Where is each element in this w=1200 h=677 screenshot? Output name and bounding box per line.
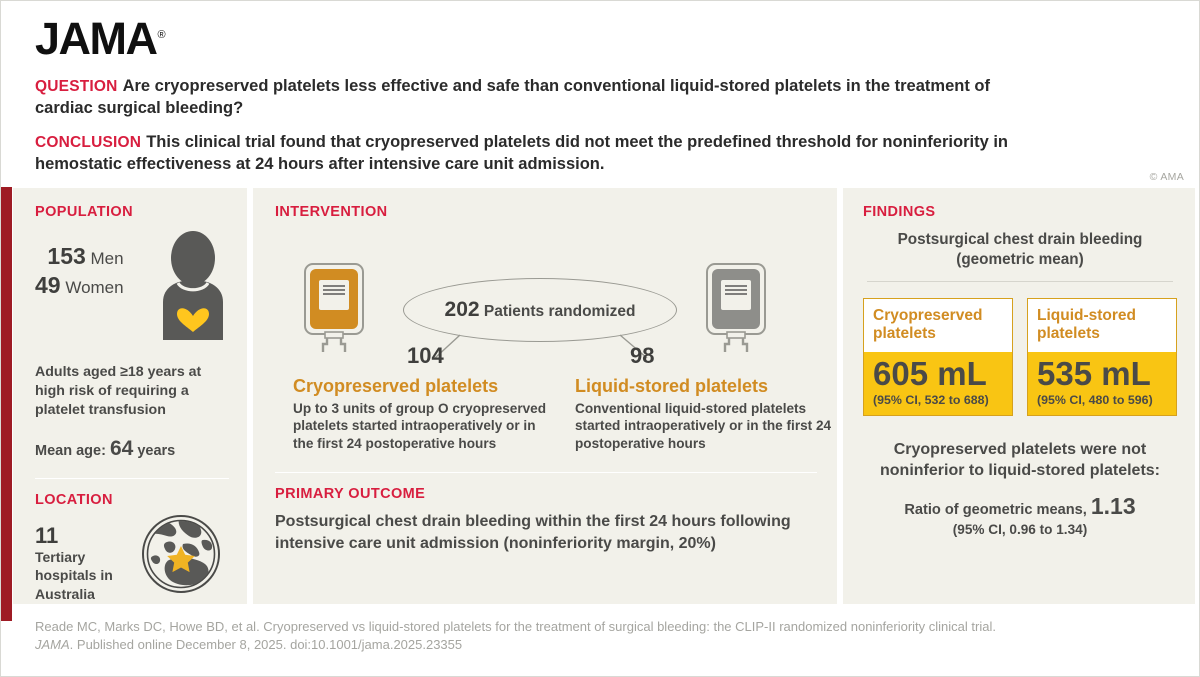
citation-journal: JAMA (35, 637, 70, 653)
women-count: 49 (35, 272, 61, 299)
mean-age-label: Mean age: (35, 443, 106, 460)
location-section-label: LOCATION (35, 492, 113, 509)
arm-title-cryopreserved: Cryopreserved platelets (293, 376, 499, 396)
location-count: 11 (35, 523, 59, 549)
mean-age-unit: years (137, 443, 176, 460)
arm-description-liquid-stored: Conventional liquid-stored platelets sta… (575, 400, 832, 452)
women-label: Women (65, 278, 124, 298)
arm-count-cryopreserved: 104 (407, 343, 444, 368)
citation: Reade MC, Marks DC, Howe BD, et al. Cryo… (35, 618, 1176, 655)
question-text: Are cryopreserved platelets less effecti… (35, 77, 990, 118)
population-summary: 153 Men 49 Women (35, 230, 229, 345)
globe-australia-icon (139, 512, 223, 601)
result-value-liquid-stored: 535 mL (1037, 354, 1151, 392)
arm-description-cryopreserved: Up to 3 units of group O cryopreserved p… (293, 400, 547, 452)
population-divider (35, 478, 229, 480)
men-count: 153 (47, 243, 86, 269)
findings-section-label: FINDINGS (863, 204, 936, 220)
findings-ratio-value: 1.13 (1090, 493, 1136, 519)
findings-result-boxes: Cryopreserved platelets 605 mL (95% CI, … (863, 298, 1177, 417)
result-box-liquid-stored: Liquid-stored platelets 535 mL (95% CI, … (1027, 298, 1177, 417)
left-accent-bar (1, 187, 12, 621)
primary-outcome-label: PRIMARY OUTCOME (275, 486, 426, 502)
footer: Reade MC, Marks DC, Howe BD, et al. Cryo… (13, 604, 1198, 675)
intervention-diagram: 202 Patients randomized 104 98 Cryoprese… (275, 230, 831, 468)
primary-outcome-text: Postsurgical chest drain bleeding within… (275, 513, 791, 553)
mean-age-row: Mean age: 64 years (35, 437, 229, 461)
intervention-column: INTERVENTION (253, 188, 837, 606)
randomized-label: Patients randomized (483, 303, 636, 320)
men-label: Men (90, 249, 124, 268)
result-ci-cryopreserved: (95% CI, 532 to 688) (873, 393, 989, 408)
conclusion-text: This clinical trial found that cryoprese… (35, 132, 1008, 174)
blood-bag-cryopreserved-icon (297, 258, 371, 363)
result-box-title-cryopreserved: Cryopreserved platelets (864, 299, 1012, 352)
arm-block-cryopreserved: Cryopreserved platelets Up to 3 units of… (293, 376, 553, 453)
location-text: 11 Tertiary hospitals in Australia (35, 518, 139, 603)
result-box-title-liquid-stored: Liquid-stored platelets (1028, 299, 1176, 352)
population-description: Adults aged ≥18 years at high risk of re… (35, 364, 202, 419)
leader-lines (434, 334, 648, 359)
result-box-body-liquid-stored: 535 mL (95% CI, 480 to 596) (1028, 351, 1176, 416)
result-ci-liquid-stored: (95% CI, 480 to 596) (1037, 393, 1153, 408)
result-box-body-cryopreserved: 605 mL (95% CI, 532 to 688) (864, 351, 1012, 416)
jama-logo: JAMA® (35, 16, 166, 61)
randomized-text: 202 Patients randomized (445, 298, 636, 322)
arm-title-liquid-stored: Liquid-stored platelets (575, 376, 769, 396)
citation-line2: . Published online December 8, 2025. doi… (69, 637, 463, 653)
population-counts: 153 Men 49 Women (35, 230, 124, 301)
findings-conclusion: Cryopreserved platelets were not noninfe… (880, 441, 1160, 480)
registered-trademark-icon: ® (157, 29, 166, 41)
body-columns: POPULATION 153 Men 49 Women (13, 188, 1198, 606)
findings-ratio-label: Ratio of geometric means, (904, 502, 1087, 518)
arm-block-liquid-stored: Liquid-stored platelets Conventional liq… (575, 376, 843, 453)
blood-bag-liquid-stored-icon (699, 258, 773, 363)
citation-line1: Reade MC, Marks DC, Howe BD, et al. Cryo… (35, 619, 996, 634)
randomized-ellipse: 202 Patients randomized (403, 278, 677, 342)
findings-ratio-row: Ratio of geometric means, 1.13 (863, 493, 1177, 520)
men-count-row: 153 Men (35, 242, 124, 271)
result-value-cryopreserved: 605 mL (873, 354, 987, 392)
randomized-count: 202 (444, 298, 480, 321)
copyright-notice: © AMA (1149, 171, 1184, 183)
findings-ratio-ci: (95% CI, 0.96 to 1.34) (952, 522, 1088, 537)
population-column: POPULATION 153 Men 49 Women (13, 188, 247, 606)
arm-count-liquid-stored: 98 (630, 343, 655, 368)
person-with-heart-icon (157, 230, 229, 345)
location-description: Tertiary hospitals in Australia (35, 549, 113, 602)
findings-subtitle: Postsurgical chest drain bleeding (geome… (897, 231, 1143, 268)
intervention-divider (275, 472, 817, 473)
findings-column: FINDINGS Postsurgical chest drain bleedi… (843, 188, 1195, 606)
findings-divider (867, 281, 1173, 283)
jama-logo-text: JAMA (35, 13, 158, 64)
result-box-cryopreserved: Cryopreserved platelets 605 mL (95% CI, … (863, 298, 1013, 417)
women-count-row: 49 Women (35, 271, 124, 300)
mean-age-value: 64 (109, 437, 134, 461)
conclusion-label: CONCLUSION (35, 133, 142, 151)
population-section-label: POPULATION (35, 204, 133, 220)
question-label: QUESTION (35, 78, 118, 95)
intervention-section-label: INTERVENTION (275, 204, 388, 220)
location-summary: 11 Tertiary hospitals in Australia (35, 515, 229, 603)
